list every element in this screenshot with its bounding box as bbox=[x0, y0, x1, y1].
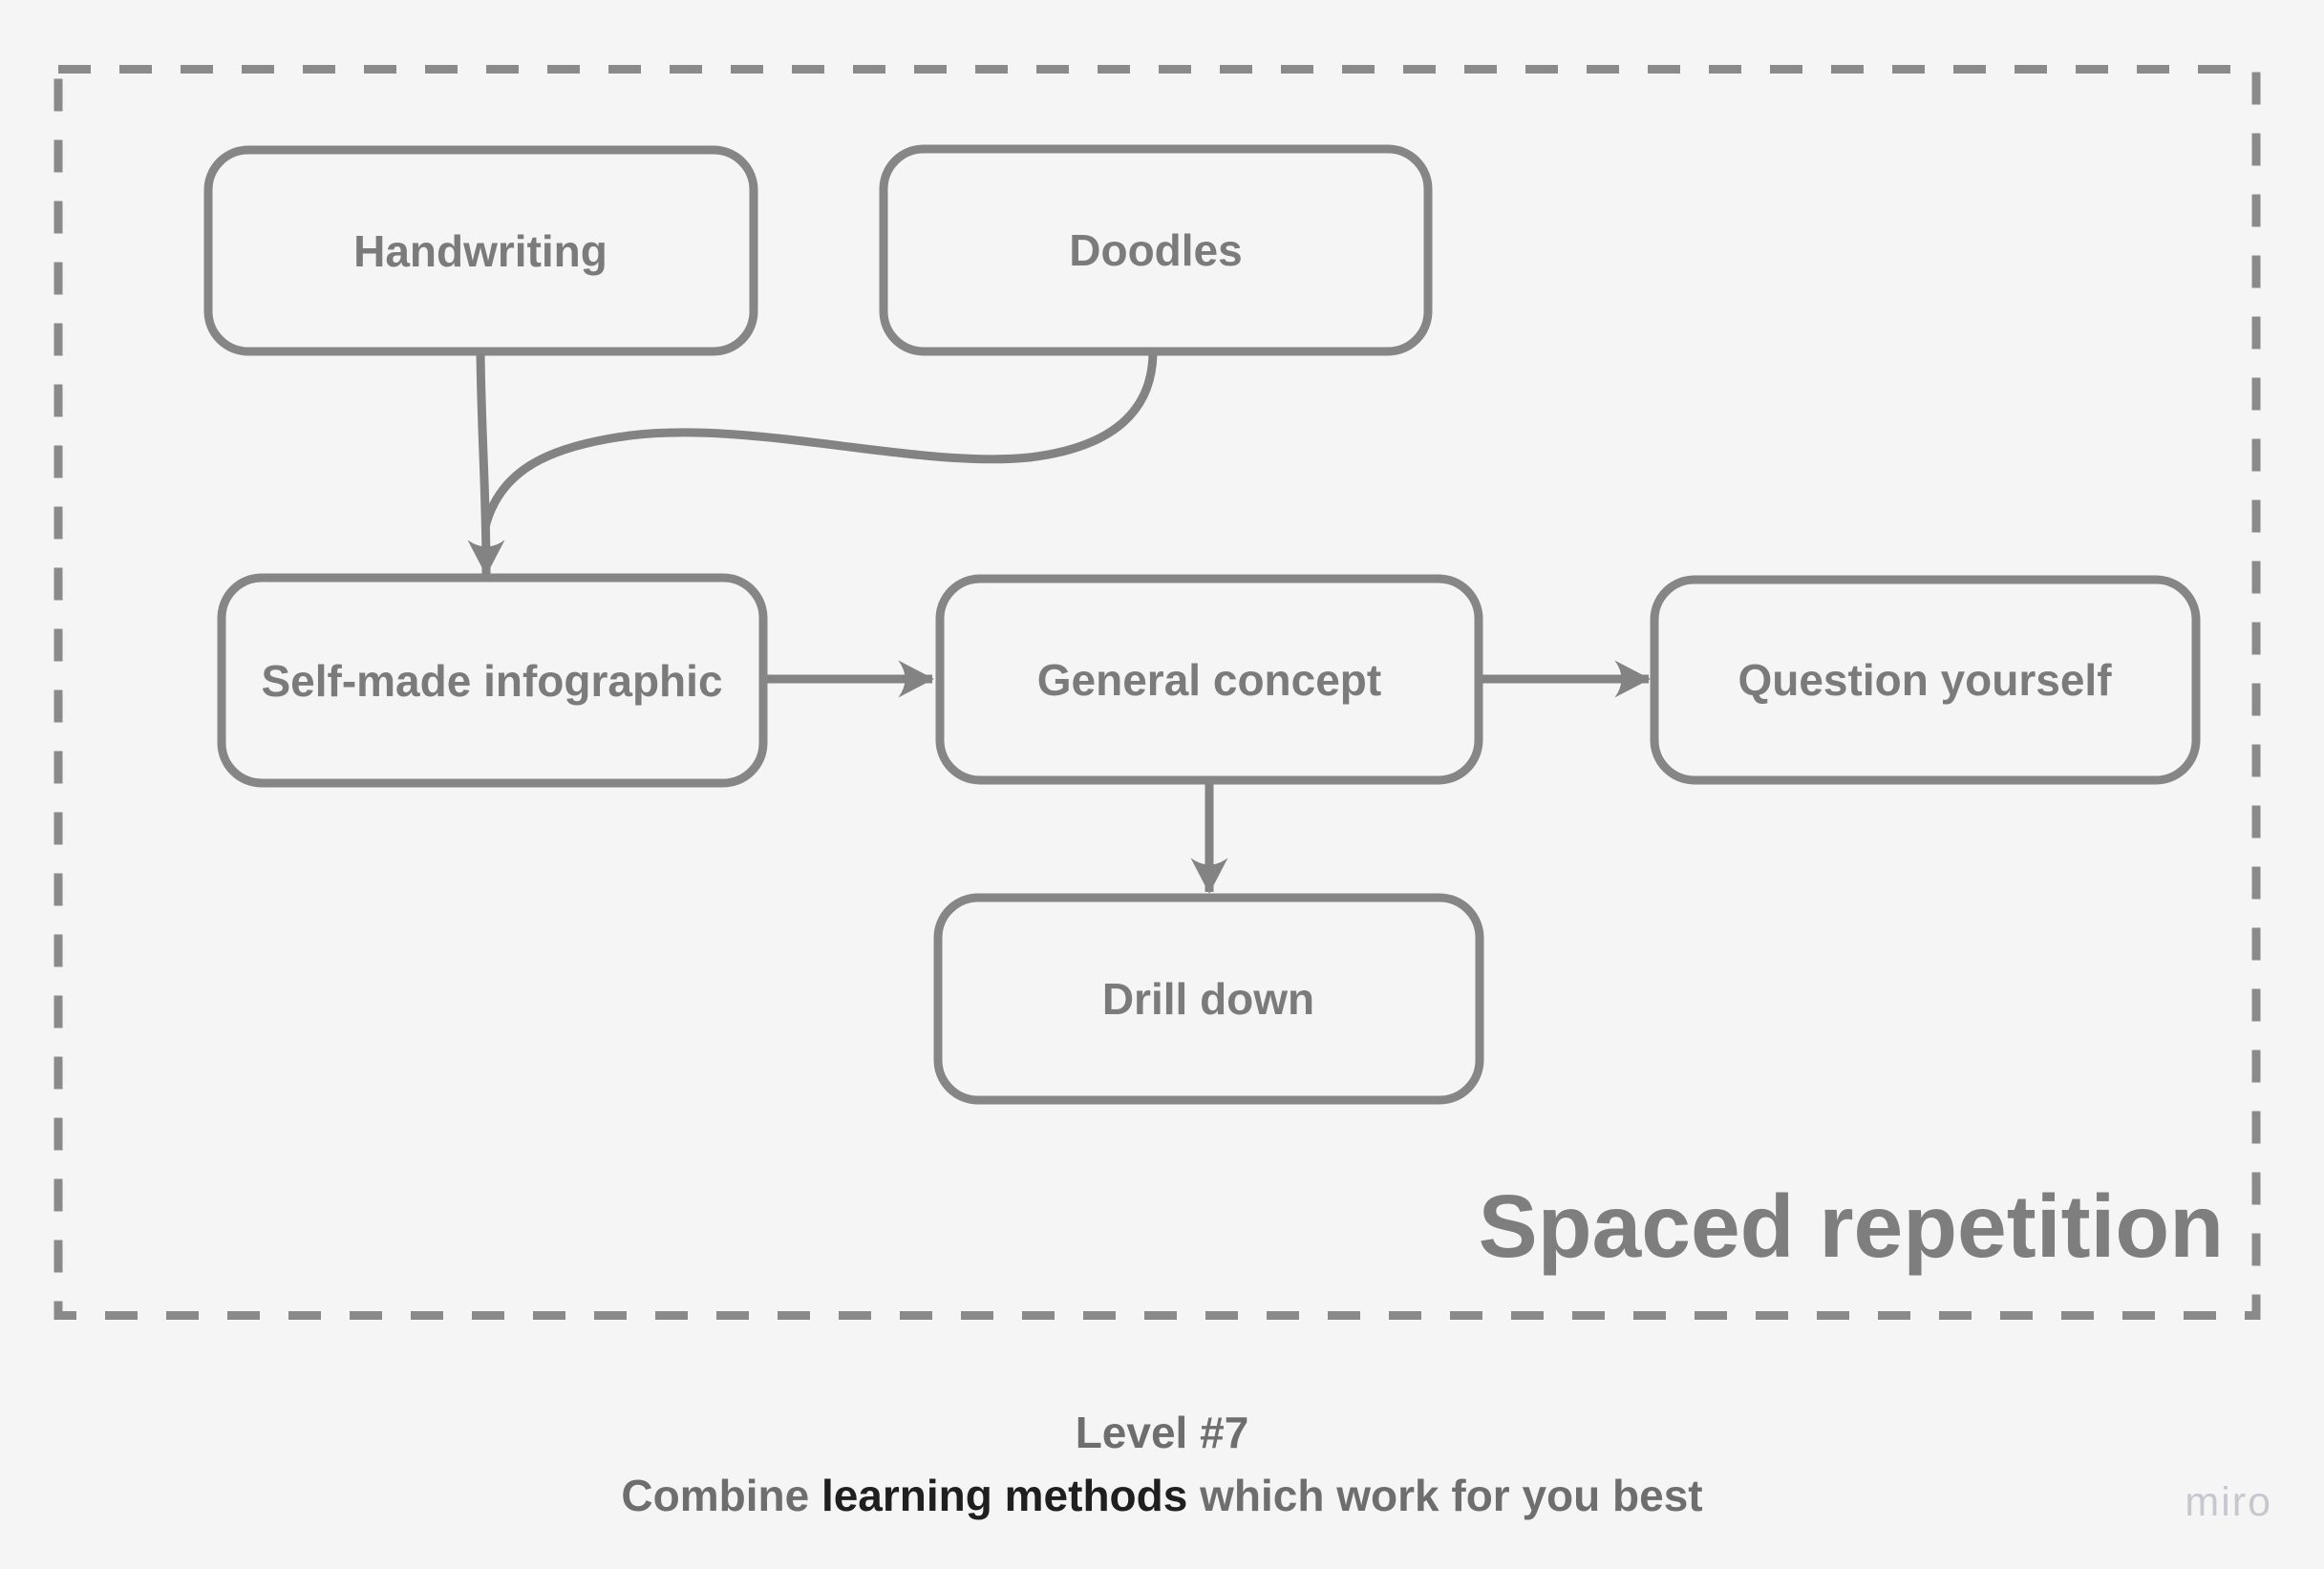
caption-description-prefix: Combine bbox=[621, 1471, 821, 1520]
frame-title: Spaced repetition bbox=[1479, 1177, 2224, 1276]
node-drill-down-label: Drill down bbox=[1102, 974, 1314, 1024]
board-caption: Level #7 Combine learning methods which … bbox=[0, 1410, 2324, 1517]
caption-description-highlight: learning methods bbox=[821, 1471, 1188, 1520]
node-general-concept-box[interactable] bbox=[935, 574, 1483, 785]
node-self-made-infographic-label: Self-made infographic bbox=[261, 656, 722, 706]
spaced-repetition-frame[interactable] bbox=[53, 65, 2261, 1320]
node-question-yourself-box[interactable] bbox=[1650, 575, 2201, 785]
miro-logo-watermark: miro bbox=[2185, 1479, 2272, 1525]
node-general-concept-label: General concept bbox=[1037, 655, 1381, 705]
node-doodles-box[interactable] bbox=[879, 144, 1433, 356]
connector-handwriting-to-infographic bbox=[467, 350, 505, 576]
node-self-made-infographic-box[interactable] bbox=[217, 573, 768, 788]
node-drill-down[interactable]: Drill down bbox=[933, 893, 1484, 1105]
node-self-made-infographic[interactable]: Self-made infographic bbox=[217, 573, 768, 788]
node-handwriting-box[interactable] bbox=[203, 145, 758, 356]
connector-doodles-to-infographic bbox=[480, 350, 1158, 529]
node-drill-down-box[interactable] bbox=[933, 893, 1484, 1105]
node-question-yourself-label: Question yourself bbox=[1738, 655, 2112, 705]
node-handwriting-label: Handwriting bbox=[353, 226, 608, 276]
node-general-concept[interactable]: General concept bbox=[935, 574, 1483, 785]
caption-level: Level #7 bbox=[1075, 1408, 1249, 1457]
caption-description-suffix: which work for you best bbox=[1187, 1471, 1703, 1520]
node-doodles-label: Doodles bbox=[1069, 225, 1242, 275]
caption-description: Combine learning methods which work for … bbox=[0, 1474, 2324, 1517]
node-doodles[interactable]: Doodles bbox=[879, 144, 1433, 356]
node-question-yourself[interactable]: Question yourself bbox=[1650, 575, 2201, 785]
node-handwriting[interactable]: Handwriting bbox=[203, 145, 758, 356]
